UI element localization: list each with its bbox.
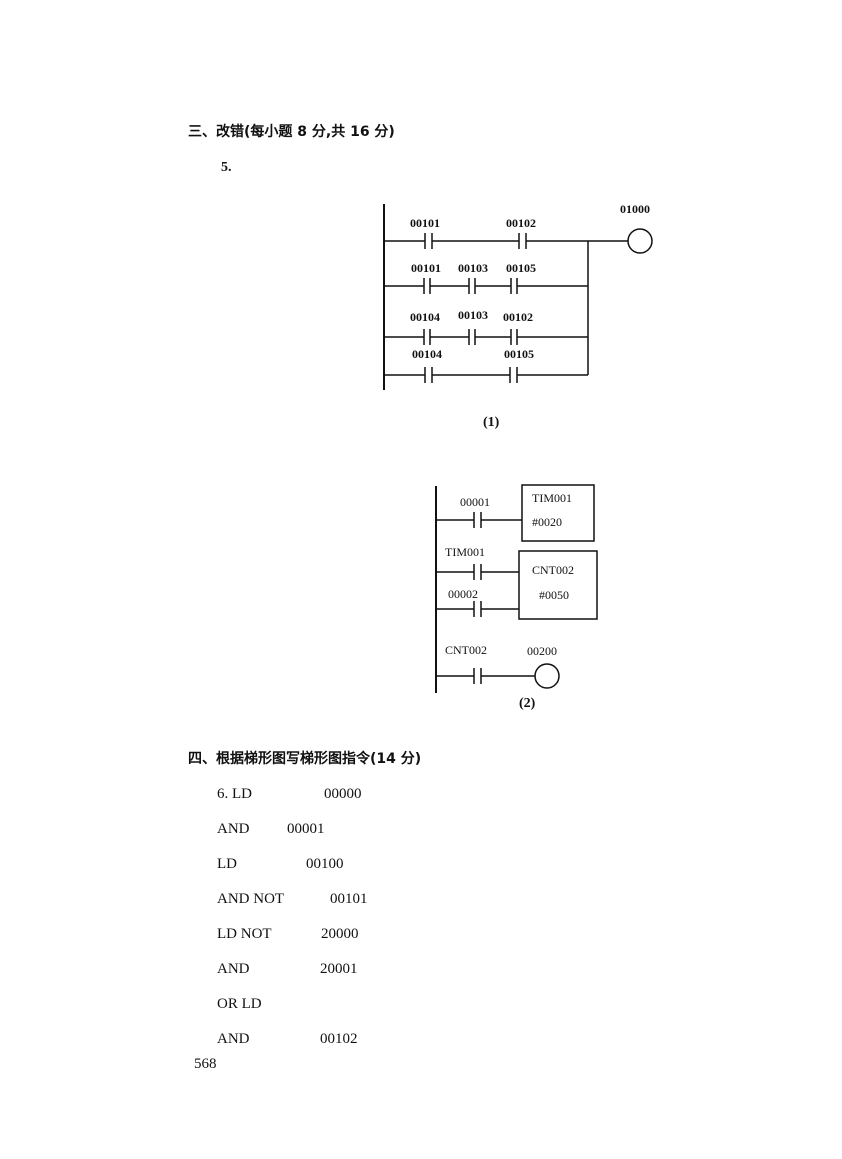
diagram1-rung-2 (384, 278, 588, 294)
diagram2-caption: (2) (519, 696, 536, 711)
instruction-operand: 00102 (320, 1031, 358, 1047)
instruction-op: LD NOT (217, 926, 272, 942)
diagram2-rung-1 (436, 484, 595, 542)
diagram1-r3-contact-2: 00103 (458, 308, 488, 322)
instruction-op: OR LD (217, 996, 262, 1012)
instruction-op: AND (217, 961, 250, 977)
page-number: 568 (194, 1056, 217, 1072)
diagram2-counter-name: CNT002 (532, 563, 574, 577)
diagram2-output-coil (534, 663, 560, 689)
diagram1-rung-3 (384, 329, 588, 345)
question-5-number: 5. (221, 160, 232, 175)
instruction-operand: 20001 (320, 961, 358, 977)
instruction-op: LD (217, 856, 237, 872)
diagram2-rung-2 (436, 550, 598, 620)
diagram1-r3-contact-3: 00102 (503, 310, 533, 324)
diagram1-output-coil (627, 228, 653, 254)
diagram2-r2-contact-1: TIM001 (445, 545, 485, 559)
diagram2-r3-contact: CNT002 (445, 643, 487, 657)
instruction-operand: 00101 (330, 891, 368, 907)
instruction-op: AND (217, 821, 250, 837)
diagram1-rung-4 (384, 367, 588, 383)
diagram1-r2-contact-3: 00105 (506, 261, 536, 275)
diagram1-r1-contact-1: 00101 (410, 216, 440, 230)
diagram1-rung-1 (384, 228, 653, 254)
instruction-operand: 20000 (321, 926, 359, 942)
instruction-op: AND (217, 1031, 250, 1047)
diagram2-timer-box (521, 484, 595, 542)
diagram2-r1-contact: 00001 (460, 495, 490, 509)
diagram1-r4-contact-1: 00104 (412, 347, 442, 361)
instruction-op: AND NOT (217, 891, 285, 907)
diagram2-rung-3 (436, 663, 560, 689)
instruction-operand: 00001 (287, 821, 325, 837)
instruction-operand: 00000 (324, 786, 362, 802)
diagram2-counter-box (518, 550, 598, 620)
diagram1-r2-contact-2: 00103 (458, 261, 488, 275)
diagram1-r4-contact-2: 00105 (504, 347, 534, 361)
diagram2-timer-name: TIM001 (532, 491, 572, 505)
diagram1-r3-contact-1: 00104 (410, 310, 440, 324)
section4-title: 四、根据梯形图写梯形图指令(14 分) (188, 751, 422, 767)
section3-title: 三、改错(每小题 8 分,共 16 分) (188, 124, 395, 140)
diagram1-coil-label: 01000 (620, 202, 650, 216)
diagram2-r2-contact-2: 00002 (448, 587, 478, 601)
diagram2-coil-label: 00200 (527, 644, 557, 658)
diagram1-r2-contact-1: 00101 (411, 261, 441, 275)
diagram2-counter-preset: #0050 (539, 588, 569, 602)
diagram1-r1-contact-2: 00102 (506, 216, 536, 230)
diagram2-timer-preset: #0020 (532, 515, 562, 529)
instruction-operand: 00100 (306, 856, 344, 872)
instruction-op: 6. LD (217, 786, 252, 802)
diagram1-caption: (1) (483, 415, 500, 430)
